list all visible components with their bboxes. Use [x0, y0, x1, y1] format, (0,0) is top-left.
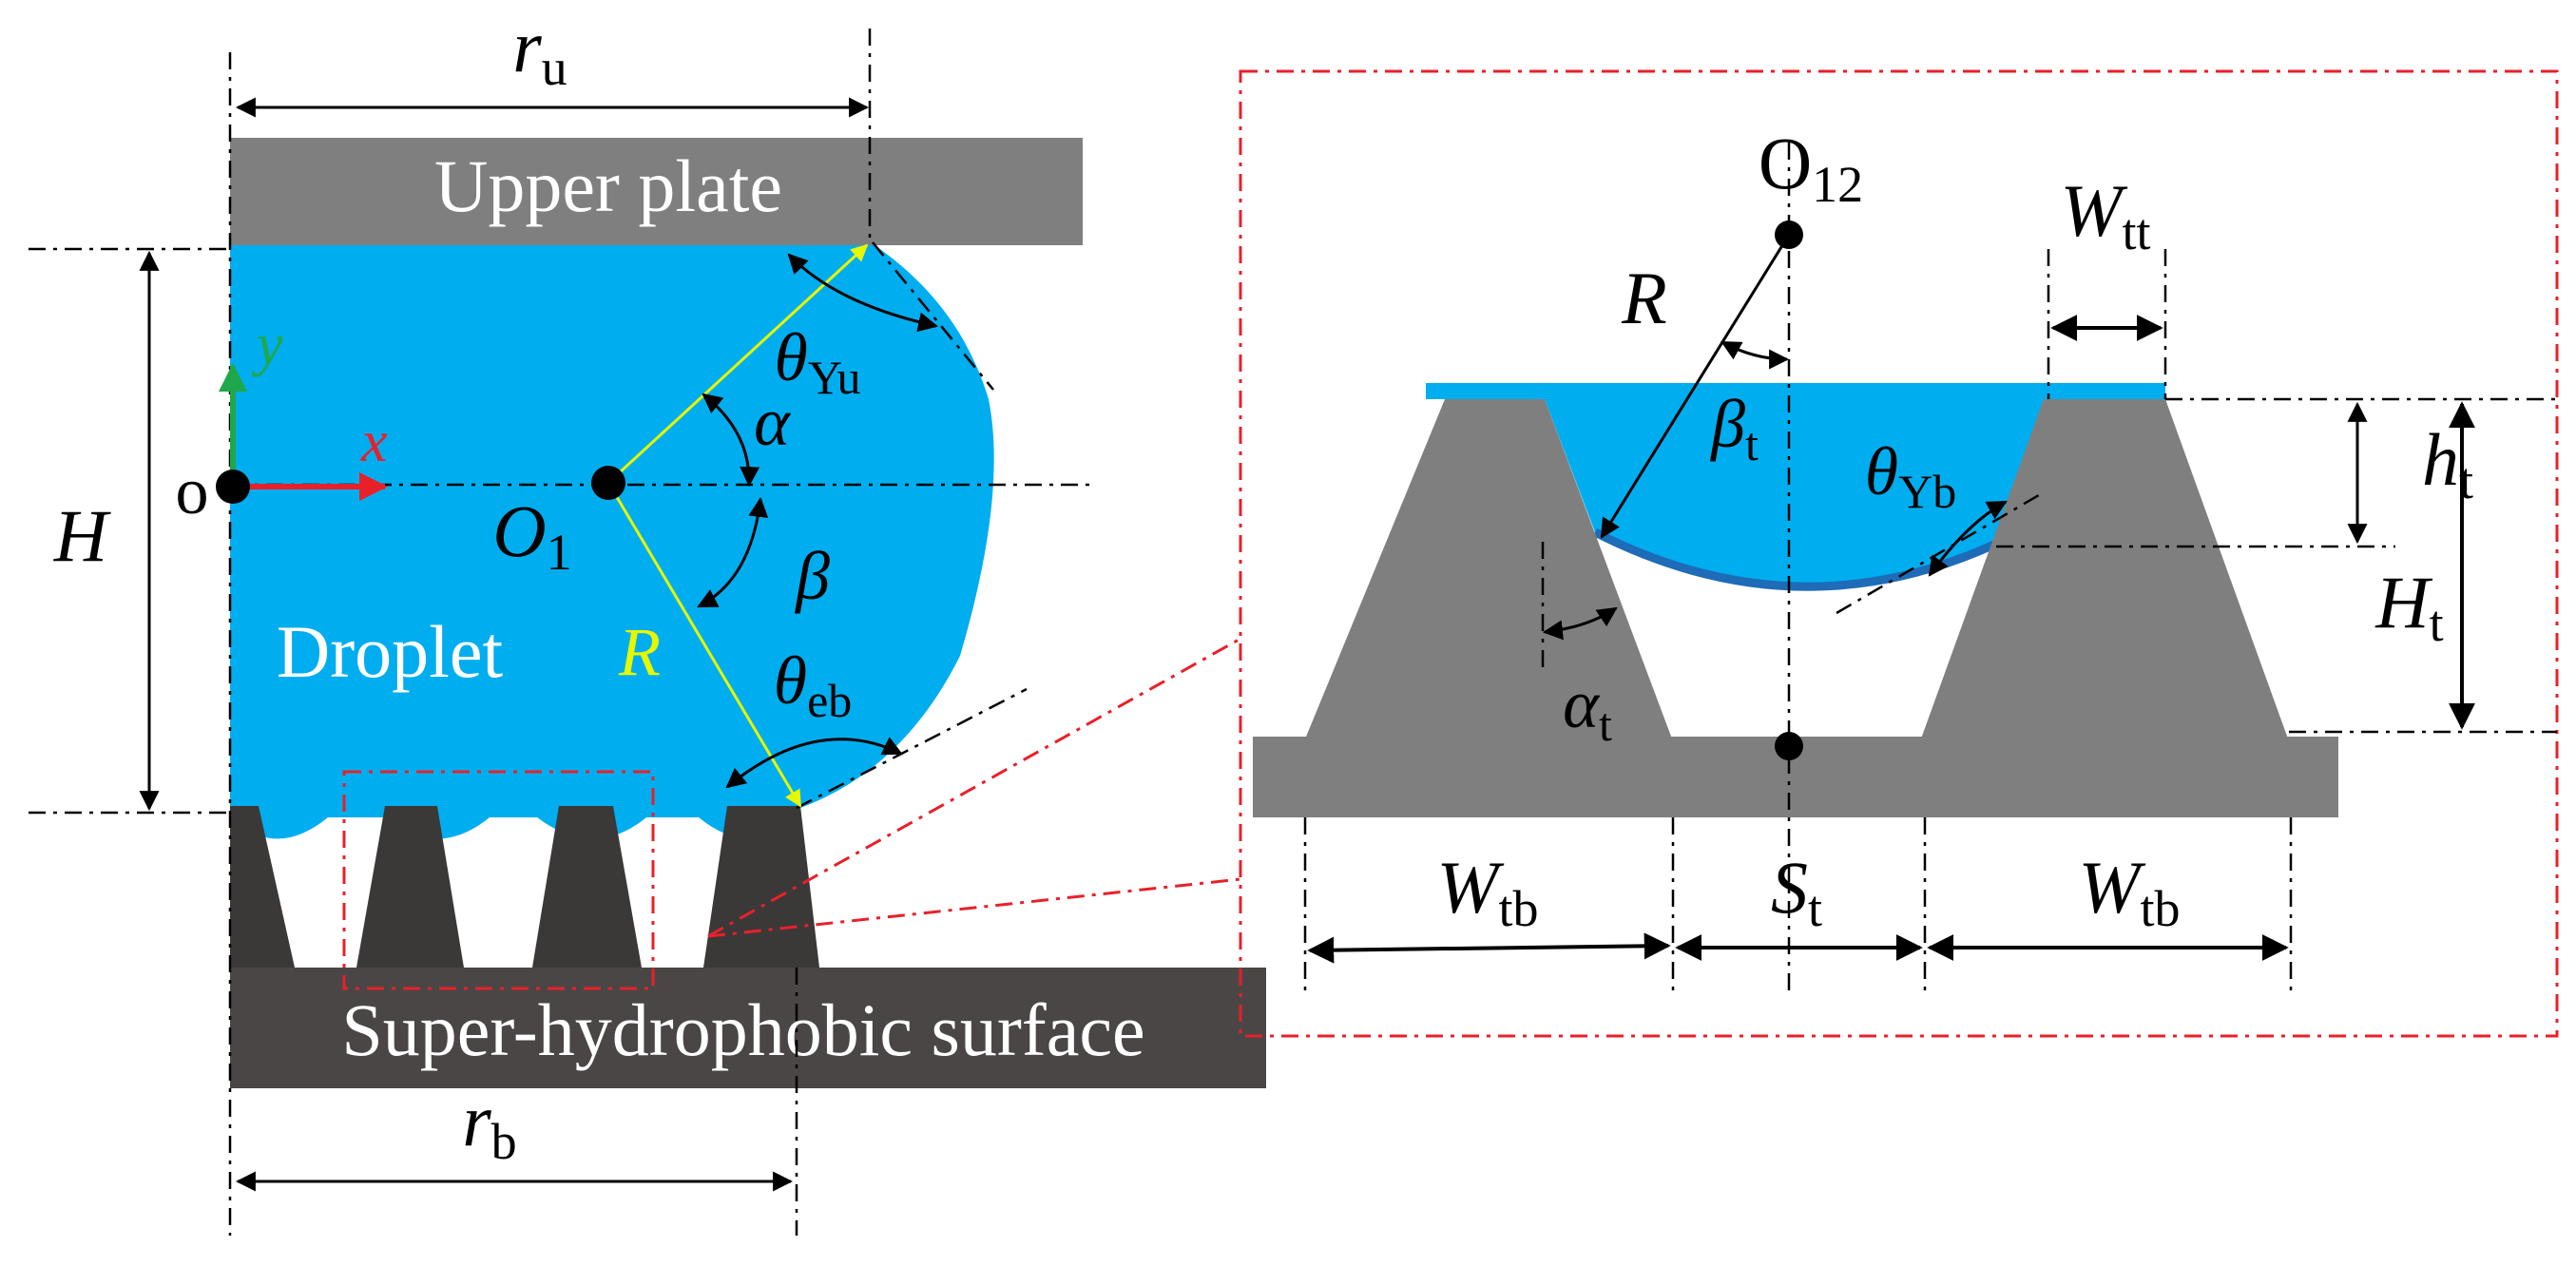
Ht-label: Ht: [2374, 561, 2443, 652]
origin-point: [216, 470, 250, 504]
x-axis-label: x: [360, 410, 388, 474]
radius-R-zoom: [1600, 234, 1791, 539]
alpha-t-label: αt: [1563, 666, 1612, 751]
alpha-label: α: [754, 384, 791, 460]
zoom-frame: [1239, 69, 2559, 1038]
surface-label: Super-hydrophobic surface: [341, 988, 1144, 1071]
ht-label: ht: [2422, 418, 2473, 509]
O12-label: O12: [1759, 122, 1863, 213]
R-label-right: R: [1621, 257, 1667, 339]
zoom-region-box: [342, 770, 655, 990]
theta-eb-label: θeb: [774, 643, 853, 727]
R-label-left: R: [618, 614, 661, 690]
super-hydrophobic-surface: [230, 968, 1266, 1088]
rb-label: rb: [462, 1079, 516, 1170]
zoom-connectors: [707, 637, 1241, 938]
pillar: [532, 806, 642, 968]
droplet-shape: [230, 245, 994, 839]
pillar: [230, 806, 295, 968]
H-label: H: [53, 494, 111, 577]
ru-label: ru: [512, 5, 567, 96]
left-panel: Upper plate Super-hydrophobic surface ru: [29, 5, 1266, 1236]
base-center-point: [1775, 732, 1803, 760]
y-axis-label: y: [251, 313, 283, 377]
origin-label: o: [176, 455, 209, 528]
pillar: [356, 806, 464, 968]
Wtb-left-label: Wtb: [1437, 846, 1539, 937]
O1-center-point: [591, 466, 625, 500]
theta-yu-label: θYu: [775, 319, 861, 404]
angle-arcs: [697, 253, 939, 789]
St-label: St: [1771, 846, 1822, 937]
Wtt-label: Wtt: [2061, 169, 2151, 260]
upper-plate-label: Upper plate: [434, 144, 782, 227]
theta-yb-label: θYb: [1865, 433, 1956, 518]
beta-t-label: βt: [1709, 386, 1759, 470]
beta-label: β: [794, 538, 830, 614]
Wtb-left-dimension: [1307, 932, 1671, 964]
right-panel: O12 R βt θYb αt Wtt ht Ht: [1239, 69, 2559, 1038]
droplet-label: Droplet: [277, 610, 504, 693]
pillar-left: [1304, 399, 1673, 741]
Wtb-right-label: Wtb: [2079, 846, 2181, 937]
zoom-angle-arcs: [1542, 340, 2008, 641]
upper-plate: [230, 138, 1083, 245]
O1-label: O1: [492, 489, 571, 581]
pillar-right: [1920, 399, 2289, 741]
